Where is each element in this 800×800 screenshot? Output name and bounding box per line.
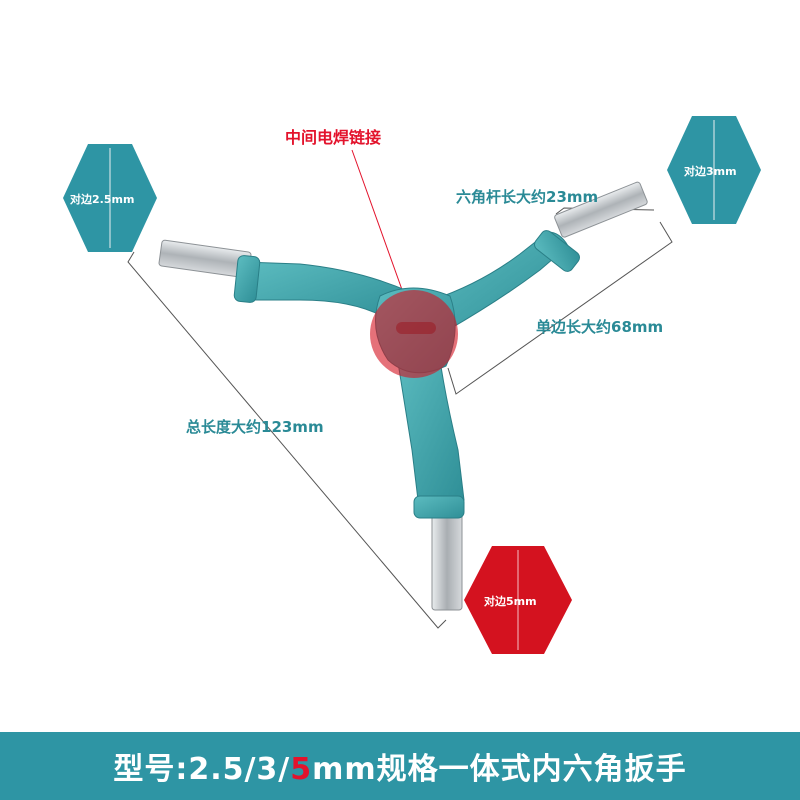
single-side-length-label: 单边长大约68mm [536, 318, 664, 336]
right-hex-bit [554, 181, 648, 238]
bottom-hex-badge-label: 对边5mm [484, 595, 537, 608]
left-collar [233, 255, 261, 303]
dimension-lines [127, 149, 673, 629]
footer-title: 型号:2.5/3/5mm规格一体式内六角扳手 [113, 744, 686, 788]
center-weld-label: 中间电焊链接 [285, 128, 382, 147]
right-arm [431, 231, 569, 331]
footer-highlight: 5 [290, 752, 313, 787]
bottom-collar [413, 495, 465, 519]
right-hex-badge-label: 对边3mm [684, 165, 737, 178]
total-length-label: 总长度大约123mm [186, 418, 324, 436]
left-hex-badge-label: 对边2.5mm [70, 193, 135, 206]
bottom-hex-bit [431, 509, 463, 611]
single-side-length-line [447, 221, 673, 395]
footer-suffix: mm规格一体式内六角扳手 [312, 752, 687, 787]
center-leader-line [351, 149, 411, 313]
hex-rod-length-label: 六角杆长大约23mm [456, 188, 599, 206]
product-image: 中间电焊链接 六角杆长大约23mm 单边长大约68mm 总长度大约123mm 对… [63, 116, 761, 654]
total-length-line [127, 251, 447, 629]
footer-banner: 型号:2.5/3/5mm规格一体式内六角扳手 [0, 732, 800, 800]
right-collar [534, 230, 580, 272]
footer-prefix: 型号:2.5/3/ [113, 752, 291, 787]
y-wrench-illustration [63, 116, 761, 654]
weld-slot [396, 322, 436, 334]
